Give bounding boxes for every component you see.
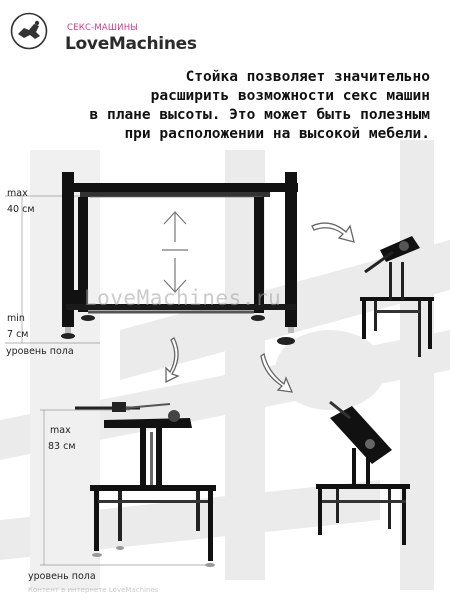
description-line: расширить возможности секс машин xyxy=(150,88,430,104)
up-arrow-icon xyxy=(163,211,187,242)
logo-emblem-icon xyxy=(10,12,48,50)
description-line: при расположении на высокой мебели. xyxy=(124,126,430,142)
logo-subtitle: СЕКС-МАШИНЫ xyxy=(67,23,139,33)
bottom-max-label: max xyxy=(50,425,71,436)
curved-arrow-icon xyxy=(165,222,355,393)
bottom-floor-label: уровень пола xyxy=(28,571,96,582)
large-stand xyxy=(5,172,298,345)
bottom-max-value: 83 см xyxy=(48,441,76,452)
description-line: Стойка позволяет значительно xyxy=(185,69,430,85)
description-text: Стойка позволяет значительно расширить в… xyxy=(0,68,430,144)
logo-name: LoveMachines xyxy=(65,34,197,54)
tall-stand xyxy=(40,402,216,567)
bottom-watermark: Контент в интернете LoveMachines xyxy=(28,586,159,594)
site-watermark: LoveMachines.ru xyxy=(84,286,282,310)
down-arrow-icon xyxy=(163,258,187,293)
brand-logo[interactable]: СЕКС-МАШИНЫ LoveMachines xyxy=(10,12,197,54)
top-floor-label: уровень пола xyxy=(6,346,74,357)
small-stand-angled xyxy=(360,236,434,357)
top-min-label: min xyxy=(7,313,25,324)
top-max-value: 40 см xyxy=(7,204,35,215)
stand-machine-angled xyxy=(316,400,410,545)
top-min-value: 7 см xyxy=(7,329,29,340)
description-line: в плане высоты. Это может быть полезным xyxy=(89,107,430,123)
top-max-label: max xyxy=(7,188,28,199)
